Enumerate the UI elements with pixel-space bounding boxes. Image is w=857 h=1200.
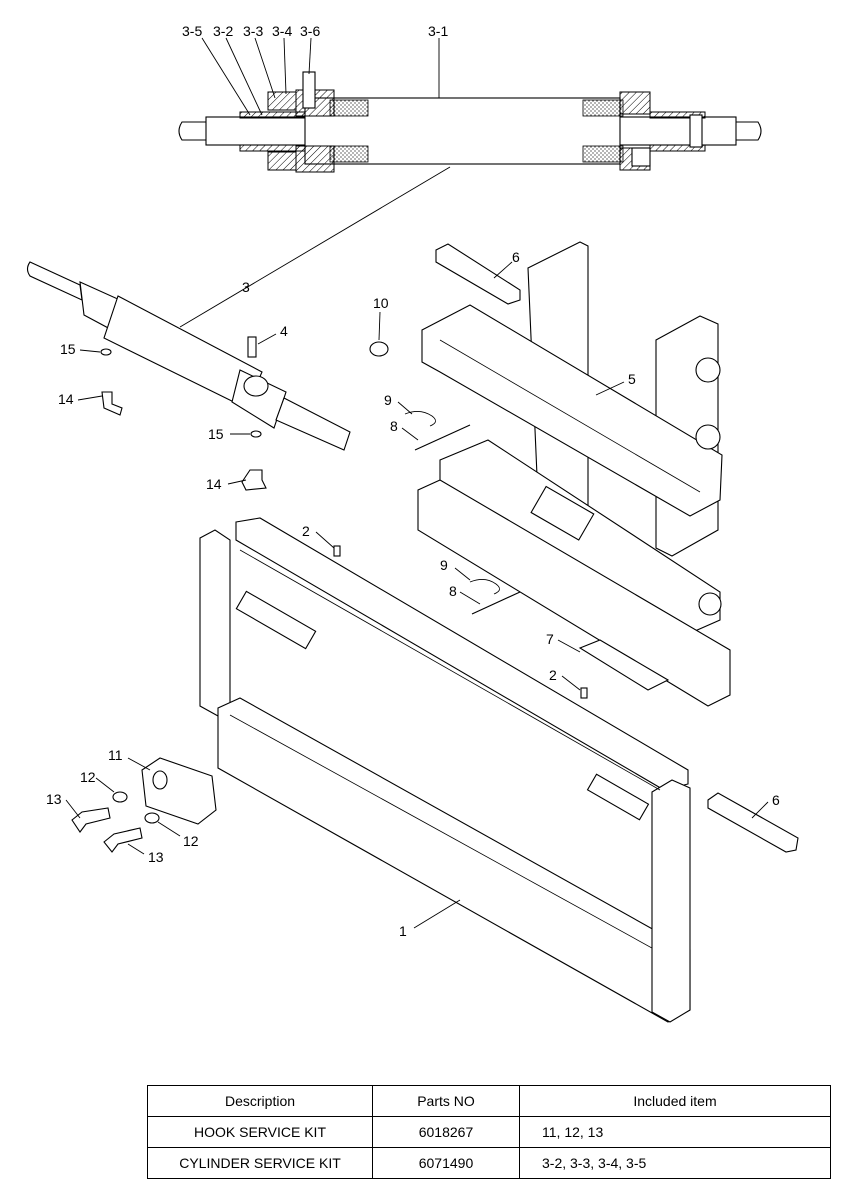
label-14-a: 14 [58, 391, 74, 407]
label-8-a: 8 [390, 418, 398, 434]
label-14-b: 14 [206, 476, 222, 492]
label-3-6: 3-6 [300, 23, 320, 39]
row-description: CYLINDER SERVICE KIT [147, 1147, 373, 1179]
label-3: 3 [242, 279, 250, 295]
label-1: 1 [399, 923, 407, 939]
label-3-5: 3-5 [182, 23, 202, 39]
label-11: 11 [108, 747, 123, 763]
fork-frame [199, 517, 691, 1023]
row-included: 11, 12, 13 [519, 1116, 831, 1148]
row-parts-no: 6018267 [372, 1116, 520, 1148]
sideshifter-plates [417, 241, 731, 707]
header-parts-no: Parts NO [372, 1085, 520, 1117]
hook-assembly [71, 757, 217, 853]
callout-labels: 3-5 3-2 3-3 3-4 3-6 3-1 3 4 6 10 5 15 14… [46, 23, 780, 939]
table-row: HOOK SERVICE KIT 6018267 11, 12, 13 [147, 1116, 831, 1148]
exploded-parts-diagram: 3-5 3-2 3-3 3-4 3-6 3-1 3 4 6 10 5 15 14… [26, 23, 799, 1023]
label-8-b: 8 [449, 583, 457, 599]
row-parts-no: 6071490 [372, 1147, 520, 1179]
cylinder-assembly [26, 261, 351, 491]
label-15-b: 15 [208, 426, 224, 442]
row-included: 3-2, 3-3, 3-4, 3-5 [519, 1147, 831, 1179]
label-5: 5 [628, 371, 636, 387]
slide-pads [435, 243, 799, 853]
section-leaders [179, 37, 451, 328]
frame-slots [239, 549, 661, 791]
header-description: Description [147, 1085, 373, 1117]
label-2-a: 2 [302, 523, 310, 539]
label-12-b: 12 [183, 833, 199, 849]
label-3-4: 3-4 [272, 23, 292, 39]
label-4: 4 [280, 323, 288, 339]
label-6-top: 6 [512, 249, 520, 265]
header-included-item: Included item [519, 1085, 831, 1117]
label-6-bottom: 6 [772, 792, 780, 808]
label-13-b: 13 [148, 849, 164, 865]
label-3-1: 3-1 [428, 23, 448, 39]
row-description: HOOK SERVICE KIT [147, 1116, 373, 1148]
service-kit-table: Description Parts NO Included item HOOK … [147, 1085, 831, 1179]
label-3-2: 3-2 [213, 23, 233, 39]
label-9-b: 9 [440, 557, 448, 573]
label-7: 7 [546, 631, 554, 647]
callout-leaders [65, 261, 769, 929]
table-row: CYLINDER SERVICE KIT 6071490 3-2, 3-3, 3… [147, 1147, 831, 1179]
label-9-a: 9 [384, 392, 392, 408]
table-header-row: Description Parts NO Included item [147, 1085, 831, 1117]
label-10: 10 [373, 295, 389, 311]
label-15-a: 15 [60, 341, 76, 357]
label-3-3: 3-3 [243, 23, 263, 39]
label-12-a: 12 [80, 769, 96, 785]
label-13-a: 13 [46, 791, 62, 807]
label-2-b: 2 [549, 667, 557, 683]
cylinder-section-view [178, 71, 762, 173]
